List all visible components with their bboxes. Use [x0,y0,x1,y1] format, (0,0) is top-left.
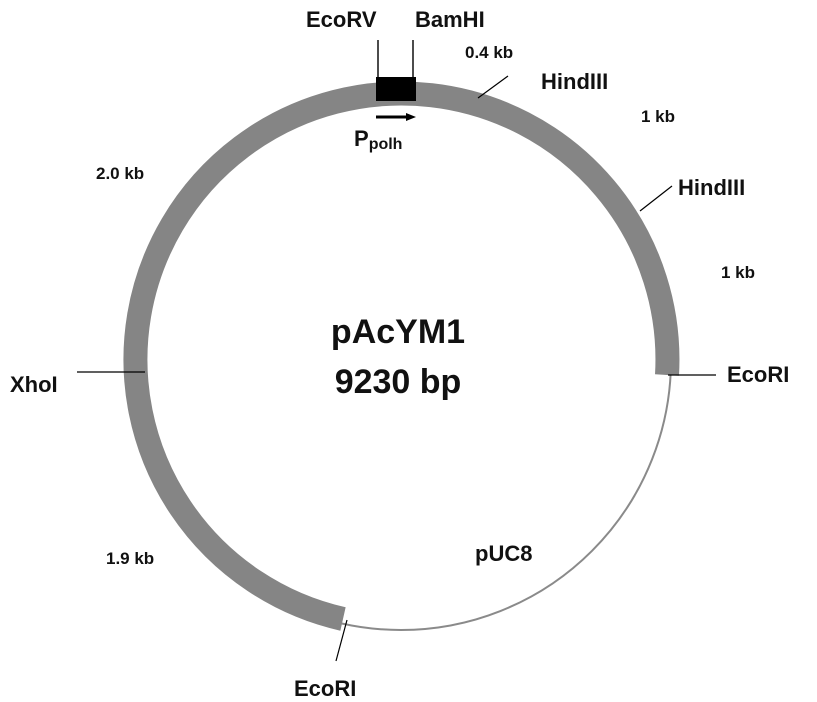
xhoi-label: XhoI [10,372,58,397]
segment-1kb-a-label: 1 kb [641,107,675,126]
ecori-bottom-label: EcoRI [294,676,356,701]
plasmid-size: 9230 bp [335,363,462,401]
ecori-right-label: EcoRI [727,362,789,387]
segment-04kb-label: 0.4 kb [465,43,513,62]
plasmid-name: pAcYM1 [331,313,465,351]
segment-20kb-label: 2.0 kb [96,164,144,183]
hindiii-1-label: HindIII [541,69,608,94]
segment-1kb-b-label: 1 kb [721,263,755,282]
ecorv-label: EcoRV [306,7,377,32]
promoter-label: Ppolh [354,126,402,153]
ecori-bottom-tick [335,619,348,662]
segment-19kb-label: 1.9 kb [106,549,154,568]
promoter-arrow [376,113,416,121]
vector-label: pUC8 [475,541,532,566]
hindiii-2-tick [639,185,673,212]
bamhi-label: BamHI [415,7,485,32]
insert-arc [123,81,680,631]
polylinker-block [376,77,416,101]
hindiii-2-label: HindIII [678,175,745,200]
hindiii-1-tick [477,75,509,99]
